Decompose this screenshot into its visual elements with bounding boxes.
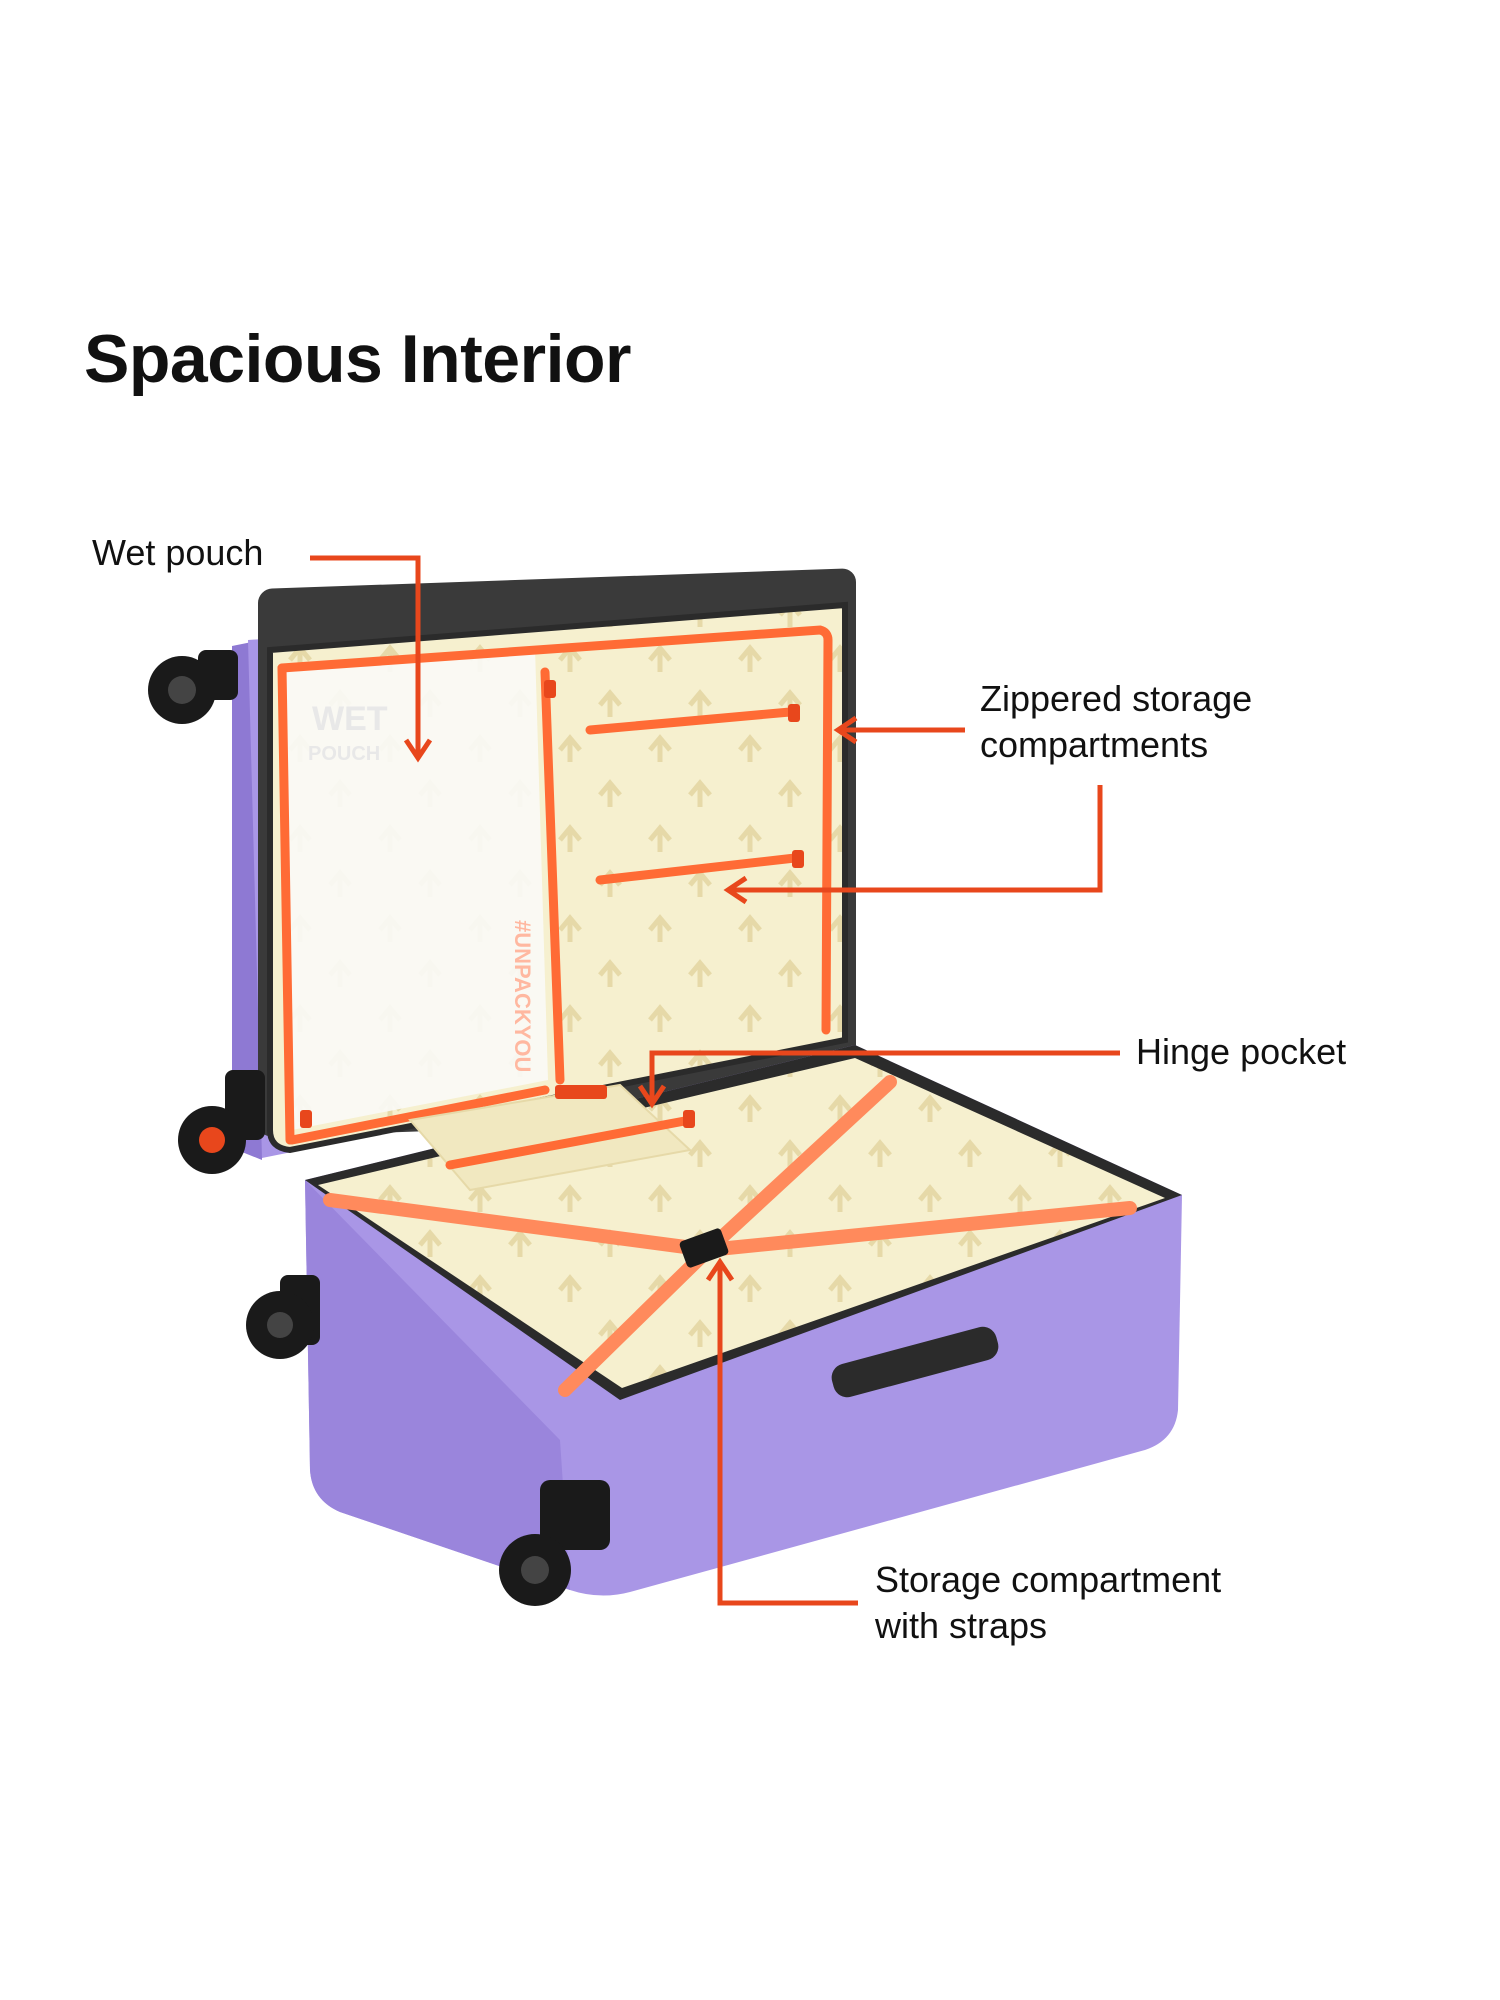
side-handle xyxy=(831,1326,999,1398)
storage-straps-line-1: Storage compartment xyxy=(875,1559,1222,1600)
zipper-pulls xyxy=(300,680,804,1128)
base-wheel-left xyxy=(246,1275,320,1359)
wet-pouch-label: Wet pouch xyxy=(92,530,263,576)
callout-arrowheads xyxy=(403,715,858,1282)
hinge-pocket-leader xyxy=(649,1050,1120,1100)
callout-lines xyxy=(310,555,1120,1606)
hinge-pocket-text: Hinge pocket xyxy=(1136,1031,1347,1072)
zippered-storage-line-1: Zippered storage xyxy=(980,678,1253,719)
zippered-storage-label: Zippered storage compartments xyxy=(980,676,1252,768)
hinge-pocket-label: Hinge pocket xyxy=(1136,1029,1346,1075)
hashtag-print: #UNPACKYOU xyxy=(510,920,535,1072)
storage-straps-line-2: with straps xyxy=(875,1605,1048,1646)
wet-pouch-text: Wet pouch xyxy=(92,532,264,573)
compression-straps xyxy=(323,1075,1137,1397)
page-title: Spacious Interior xyxy=(84,321,631,397)
hinge-pocket xyxy=(408,1083,695,1192)
zippered-storage-line-2: compartments xyxy=(980,724,1209,765)
lid-wheel-top xyxy=(148,650,238,724)
lid-zippers xyxy=(277,625,833,1145)
wet-pouch-print-1: WET xyxy=(312,700,388,738)
zippered-leader-bottom xyxy=(732,785,1103,893)
base-wheel-front xyxy=(499,1480,610,1606)
storage-straps-leader xyxy=(717,1265,858,1606)
strap-buckle xyxy=(679,1228,729,1268)
wet-pouch-print-2: POUCH xyxy=(308,743,380,765)
wet-pouch: WET POUCH #UNPACKYOU xyxy=(280,648,548,1130)
wet-pouch-leader xyxy=(310,555,421,755)
lid-wheel-bottom xyxy=(178,1070,265,1174)
storage-straps-label: Storage compartment with straps xyxy=(875,1557,1221,1649)
